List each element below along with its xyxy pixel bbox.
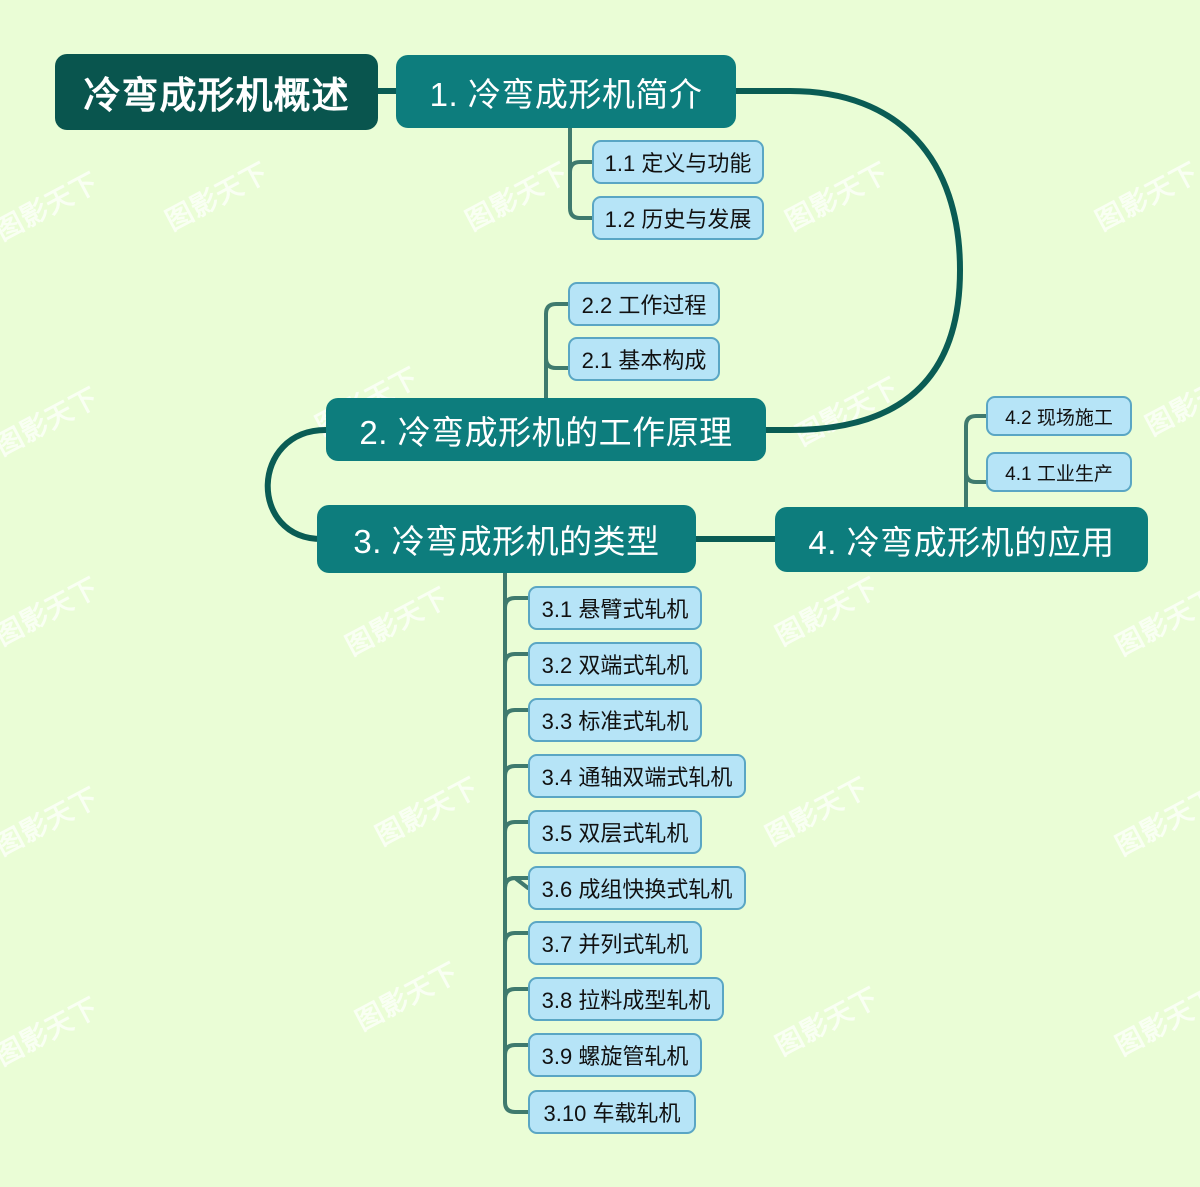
sub-node-3-9[interactable]: 3.9 螺旋管轧机 [528,1033,702,1077]
branch-node-3-label: 3. 冷弯成形机的类型 [353,523,660,560]
sub-node-3-9-label: 3.9 螺旋管轧机 [541,1044,689,1069]
link-b2-c1 [544,356,570,370]
sub-node-3-7-label: 3.7 并列式轧机 [541,932,689,957]
sub-node-3-10-label: 3.10 车载轧机 [543,1101,681,1126]
sub-node-3-2-label: 3.2 双端式轧机 [541,653,689,678]
branch-node-4[interactable]: 4. 冷弯成形机的应用 [775,507,1148,572]
link-b1-c1 [568,160,594,174]
sub-node-3-6-label: 3.6 成组快换式轧机 [541,877,733,902]
branch-node-1-label: 1. 冷弯成形机简介 [429,75,703,113]
sub-node-2-1-label: 2.1 基本构成 [581,348,707,373]
watermark-text: 图影天下 [1110,982,1200,1063]
sub-node-4-2[interactable]: 4.2 现场施工 [986,396,1132,436]
sub-node-3-2[interactable]: 3.2 双端式轧机 [528,642,702,686]
sub-node-3-1[interactable]: 3.1 悬臂式轧机 [528,586,702,630]
watermark-text: 图影天下 [1110,782,1200,863]
link-b3-c1 [503,596,530,610]
link-b4-c1 [964,470,988,484]
watermark-text: 图影天下 [0,992,105,1073]
root-node-label: 冷弯成形机概述 [83,75,350,116]
watermark-text: 图影天下 [780,157,895,238]
root-node[interactable]: 冷弯成形机概述 [55,54,378,130]
link-b3-c4 [503,764,530,778]
link-b3-c9 [503,1043,530,1057]
link-b4-c2 [964,414,988,510]
link-b1-c2 [568,118,594,220]
sub-node-3-5[interactable]: 3.5 双层式轧机 [528,810,702,854]
sub-node-3-4-label: 3.4 通轴双端式轧机 [541,765,733,790]
sub-node-4-1[interactable]: 4.1 工业生产 [986,452,1132,492]
watermark-text: 图影天下 [1140,362,1200,443]
sub-node-3-3-label: 3.3 标准式轧机 [541,709,689,734]
watermark-text: 图影天下 [760,772,875,853]
watermark-text: 图影天下 [0,382,105,463]
watermark-text: 图影天下 [770,572,885,653]
watermark-text: 图影天下 [0,782,105,863]
sub-node-3-1-label: 3.1 悬臂式轧机 [541,597,689,622]
sub-node-3-8[interactable]: 3.8 拉料成型轧机 [528,977,724,1021]
sub-node-3-6[interactable]: 3.6 成组快换式轧机 [528,866,746,910]
watermark-text: 图影天下 [1090,157,1200,238]
branch-node-3[interactable]: 3. 冷弯成形机的类型 [317,505,696,573]
sub-node-2-1[interactable]: 2.1 基本构成 [568,337,720,381]
link-b3-c8 [503,987,530,1001]
sub-node-3-10[interactable]: 3.10 车载轧机 [528,1090,696,1134]
branch-node-1[interactable]: 1. 冷弯成形机简介 [396,55,736,128]
watermark-text: 图影天下 [790,372,905,453]
sub-node-3-4[interactable]: 3.4 通轴双端式轧机 [528,754,746,798]
link-b3-spine [503,570,530,1114]
sub-node-3-3[interactable]: 3.3 标准式轧机 [528,698,702,742]
sub-node-1-1-label: 1.1 定义与功能 [604,151,752,176]
sub-node-3-5-label: 3.5 双层式轧机 [541,821,689,846]
link-b3-c6 [503,876,530,890]
link-b3-c7 [503,931,530,945]
sub-node-1-1[interactable]: 1.1 定义与功能 [592,140,764,184]
watermark-text: 图影天下 [160,157,275,238]
watermark-text: 图影天下 [340,582,455,663]
link-b3-c3 [503,708,530,722]
branch-node-2-label: 2. 冷弯成形机的工作原理 [359,413,733,451]
link-b2-c2 [544,302,570,402]
link-b3-c5 [503,820,530,834]
branch-node-4-label: 4. 冷弯成形机的应用 [808,523,1115,561]
watermark-text: 图影天下 [370,772,485,853]
watermark-text: 图影天下 [460,157,575,238]
watermark-text: 图影天下 [770,982,885,1063]
sub-node-1-2-label: 1.2 历史与发展 [604,207,752,232]
link-b1-to-b2 [736,88,964,433]
watermark-text: 图影天下 [0,167,105,248]
link-b3-c2 [503,652,530,666]
sub-node-3-7[interactable]: 3.7 并列式轧机 [528,921,702,965]
sub-node-1-2[interactable]: 1.2 历史与发展 [592,196,764,240]
watermark-text: 图影天下 [350,957,465,1038]
link-b3-c6b [503,876,530,890]
branch-node-2[interactable]: 2. 冷弯成形机的工作原理 [326,398,766,461]
sub-node-3-8-label: 3.8 拉料成型轧机 [541,988,711,1013]
sub-node-2-2-label: 2.2 工作过程 [581,293,707,318]
sub-node-4-1-label: 4.1 工业生产 [1005,463,1113,485]
sub-node-4-2-label: 4.2 现场施工 [1005,407,1113,429]
watermark-text: 图影天下 [0,572,105,653]
watermark-text: 图影天下 [1110,582,1200,663]
sub-node-2-2[interactable]: 2.2 工作过程 [568,282,720,326]
